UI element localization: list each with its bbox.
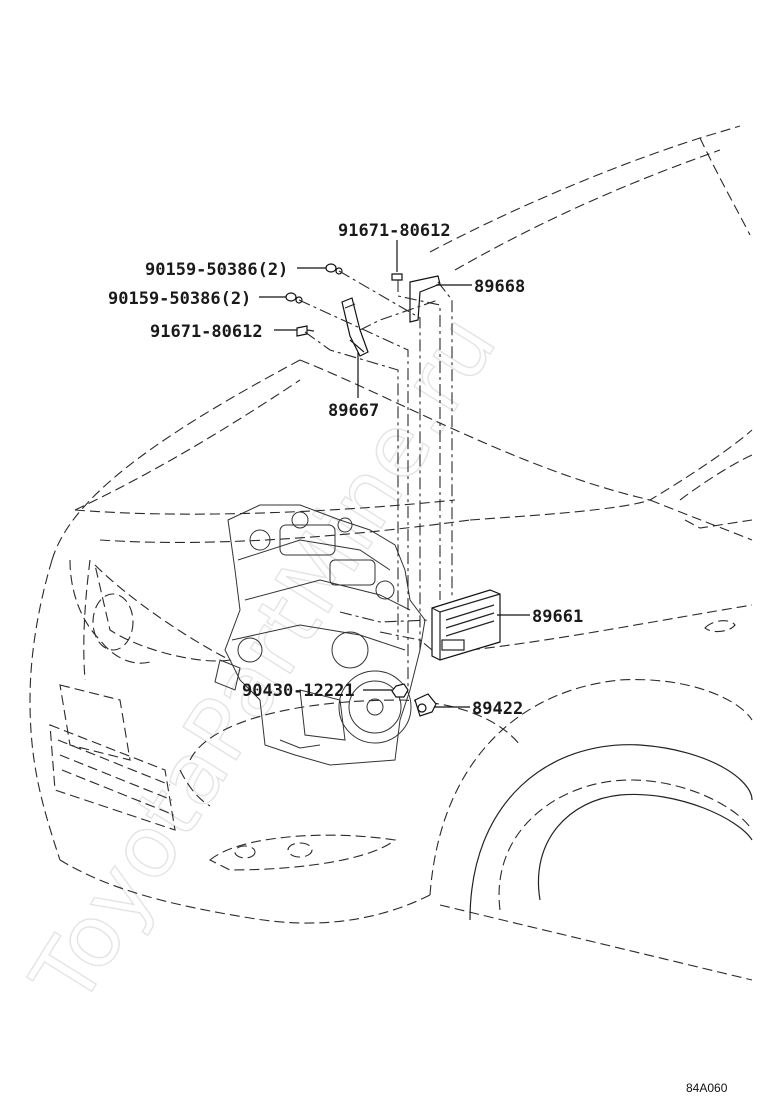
bolt-90159-upper[interactable] [325, 263, 343, 275]
screw-91671-lower[interactable] [296, 325, 315, 337]
callout-89667[interactable]: 89667 [328, 401, 379, 421]
callout-90159-50386-lower[interactable]: 90159-50386(2) [108, 289, 251, 309]
bracket-89667[interactable] [341, 297, 369, 357]
diagram-code: 84A060 [686, 1081, 728, 1095]
assembly-reference-lines [298, 270, 453, 690]
bracket-89668[interactable] [409, 275, 441, 323]
callout-89661[interactable]: 89661 [532, 607, 583, 627]
sensor-89422[interactable] [414, 693, 437, 717]
nut-90430-12221[interactable] [391, 683, 409, 698]
callout-90430-12221[interactable]: 90430-12221 [242, 681, 355, 701]
callout-91671-80612-lower[interactable]: 91671-80612 [150, 322, 263, 342]
callout-89668[interactable]: 89668 [474, 277, 525, 297]
callout-leader-lines [259, 240, 530, 708]
screw-91671-upper[interactable] [391, 273, 403, 281]
callout-89422[interactable]: 89422 [472, 699, 523, 719]
engine-ecu-89661[interactable] [431, 589, 501, 661]
vehicle-body-outline [29, 125, 753, 981]
callout-91671-80612-upper[interactable]: 91671-80612 [338, 221, 451, 241]
bolt-90159-lower[interactable] [285, 292, 303, 304]
engine-assembly [214, 504, 426, 766]
callout-90159-50386-upper[interactable]: 90159-50386(2) [145, 260, 288, 280]
